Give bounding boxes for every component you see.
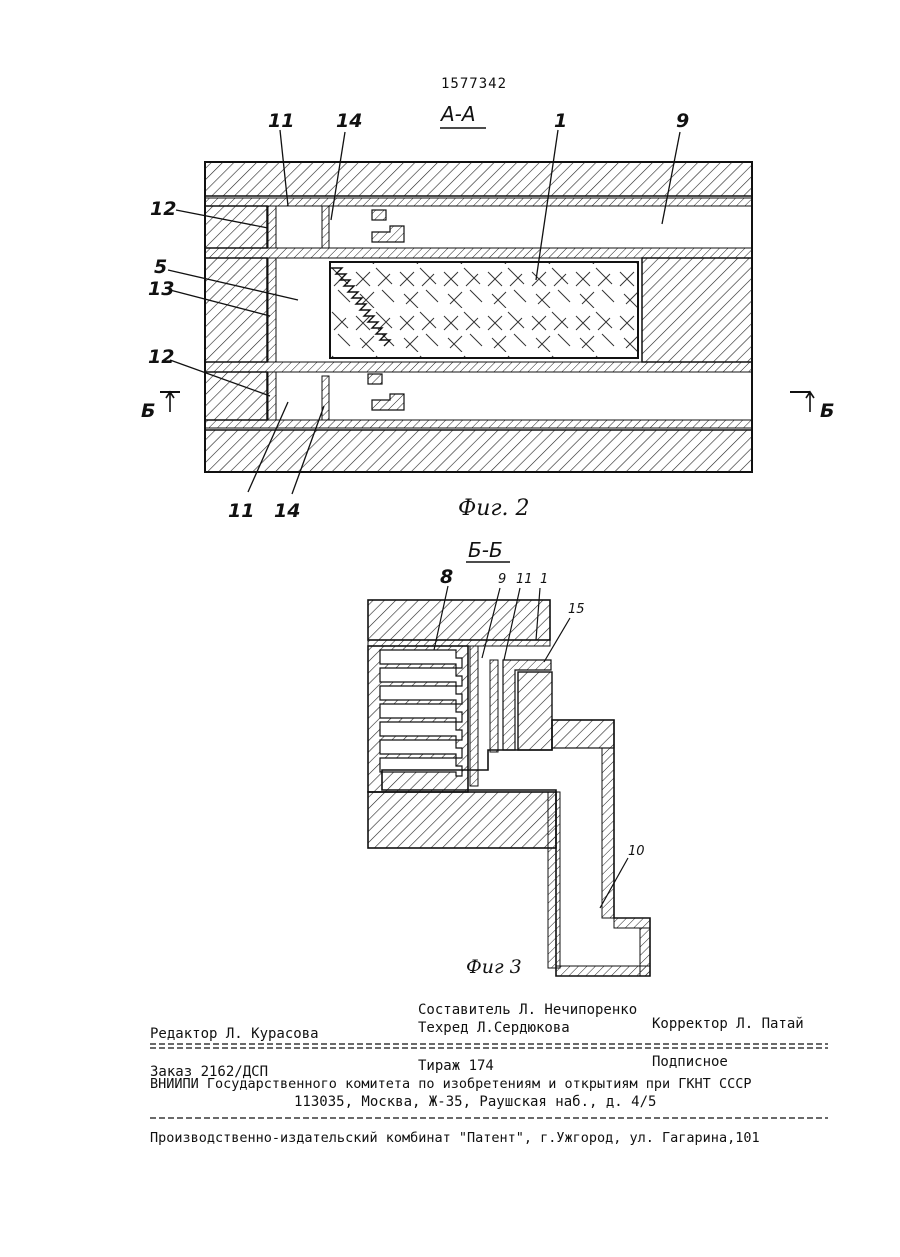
cut-arrow-left: [166, 392, 174, 412]
fig2-left-block-top: [205, 206, 267, 248]
cut-arrow-right: [806, 392, 814, 412]
footer-techred: Техред Л.Сердюкова: [418, 1020, 570, 1036]
fig3-label-8: 8: [440, 566, 453, 588]
fig2-lower-partition: [205, 362, 752, 372]
fig2-label-13: 13: [148, 278, 174, 300]
fig2-plate-14-bottom: [322, 376, 329, 420]
fig2-label-11-bottom: 11: [228, 500, 254, 522]
figure-2: [160, 128, 814, 494]
fig2-left-block-middle: [205, 258, 267, 362]
fig3-caption: Фиг 3: [466, 956, 522, 978]
fig3-label-9: 9: [498, 572, 506, 587]
fig2-plate-14-top: [322, 206, 329, 248]
fig2-right-block: [642, 258, 752, 362]
footer-subscription: Подписное: [652, 1054, 728, 1070]
fig2-label-12-top: 12: [150, 198, 176, 220]
fig2-label-1: 1: [554, 110, 567, 132]
fig3-bottom-block: [368, 792, 556, 848]
fig2-label-5: 5: [154, 256, 167, 278]
fig2-label-11-top: 11: [268, 110, 294, 132]
footer-publisher: Производственно-издательский комбинат "П…: [150, 1130, 760, 1146]
fig3-section-label: Б-Б: [468, 538, 503, 562]
fig3-label-10: 10: [628, 844, 645, 859]
fig3-label-1: 1: [540, 572, 548, 587]
footer-institute: ВНИИПИ Государственного комитета по изоб…: [150, 1076, 751, 1092]
fig3-top-block: [368, 600, 550, 640]
footer-editor: Редактор Л. Курасова: [150, 1026, 319, 1042]
fig3-plate-9: [470, 646, 478, 786]
fig2-label-9: 9: [676, 110, 689, 132]
cut-label-left: Б: [141, 400, 155, 422]
footer-corrector: Корректор Л. Патай: [652, 1016, 804, 1032]
fig2-label-14-bottom: 14: [274, 500, 300, 522]
fig2-label-12-bottom: 12: [148, 346, 174, 368]
fig3-label-11: 11: [516, 572, 533, 587]
fig2-bottom-wall: [205, 430, 752, 472]
fig2-plate-12-top: [268, 206, 276, 248]
document-number: 1577342: [441, 76, 507, 92]
footer-composer: Составитель Л. Нечипоренко: [418, 1002, 637, 1018]
fig3-plate-11: [490, 660, 498, 752]
fig2-plate-13: [268, 258, 276, 362]
fig2-bottom-liner: [205, 420, 752, 428]
footer-address: 113035, Москва, Ж-35, Раушская наб., д. …: [294, 1094, 656, 1110]
footer-circulation: Тираж 174: [418, 1058, 494, 1074]
fig3-label-15: 15: [568, 602, 585, 617]
fig2-upper-partition: [205, 248, 752, 258]
fig2-core-1: [330, 262, 638, 358]
fig2-caption: Фиг. 2: [458, 496, 530, 521]
fig2-left-block-bottom: [205, 372, 267, 420]
figure-3: [368, 562, 650, 976]
cut-label-right: Б: [820, 400, 834, 422]
fig2-label-14-top: 14: [336, 110, 362, 132]
fig2-section-label: А-А: [441, 102, 476, 126]
